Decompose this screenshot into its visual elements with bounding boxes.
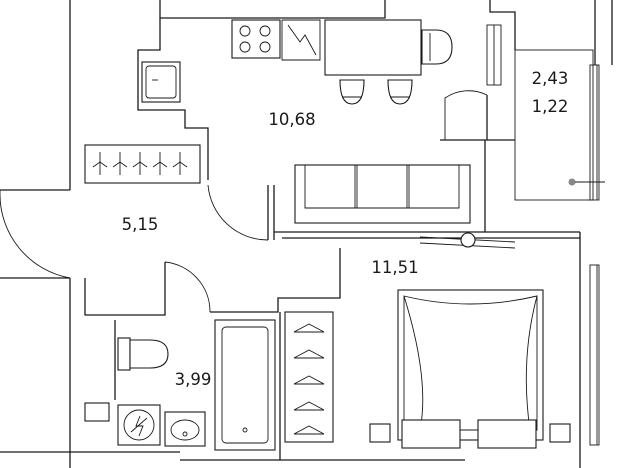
bathroom: 3,99: [84, 312, 281, 460]
bathroom-sink-icon: [164, 411, 206, 447]
bathroom-area-label: 3,99: [175, 370, 212, 389]
stove-icon: [231, 19, 281, 59]
kitchen: 10,68: [137, 18, 453, 180]
hall: 5,15: [0, 144, 341, 316]
bar-stool-left-icon: [339, 79, 365, 105]
balcony: [440, 24, 605, 201]
hall-area-label: 5,15: [122, 215, 159, 234]
bar-stool-right-icon: [387, 79, 413, 105]
closet-rack: [284, 311, 334, 443]
ceiling-lamp-icon: [419, 232, 516, 249]
bathtub-icon: [214, 319, 276, 451]
balcony-lamp-icon: [568, 178, 576, 186]
outer-walls: [0, 0, 613, 468]
ventilation-shaft: [281, 19, 321, 61]
double-bed-icon: [369, 289, 571, 449]
washing-machine-icon: [84, 402, 161, 446]
entrance-door: [0, 190, 71, 279]
armchair-icon: [421, 29, 453, 65]
dining-table: [324, 19, 422, 76]
toilet-icon: [117, 337, 169, 371]
balcony-reduced-area-label: 1,22: [532, 97, 569, 116]
kitchen-area-label: 10,68: [268, 110, 315, 129]
sofa-icon: [294, 164, 471, 224]
bedroom: 11,51: [274, 140, 600, 468]
balcony-total-area-label: 2,43: [532, 69, 569, 88]
hanger-icon: [92, 152, 188, 175]
hanger-icon: [293, 323, 325, 435]
kitchen-sink-icon: [141, 61, 181, 103]
bedroom-area-label: 11,51: [371, 258, 418, 277]
